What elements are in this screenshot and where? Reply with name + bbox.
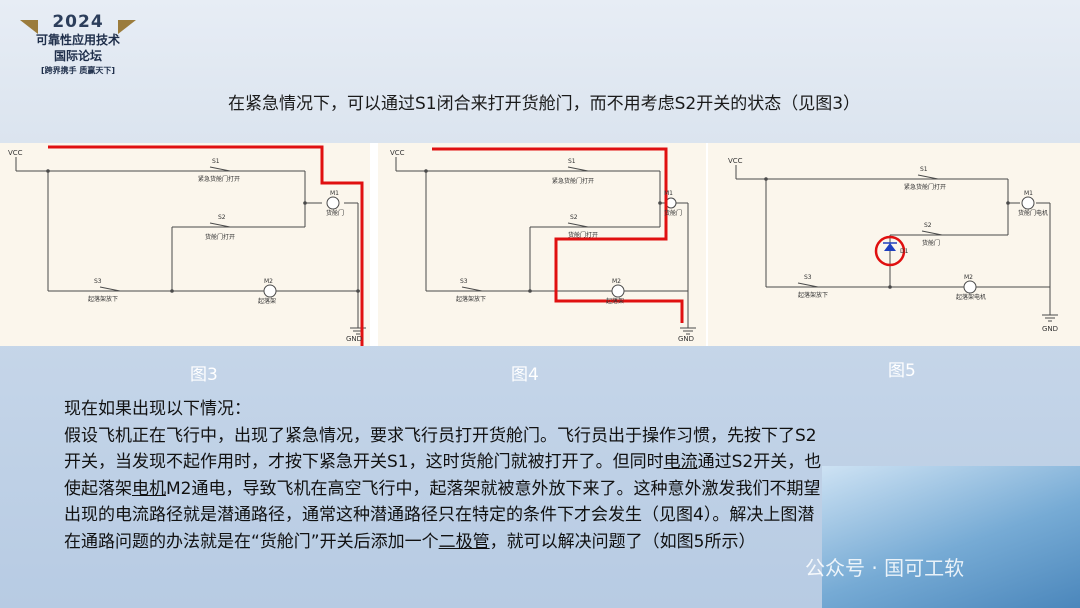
body-paragraph: 假设飞机正在飞行中，出现了紧急情况，要求飞行员打开货舱门。飞行员出于操作习惯，先… — [64, 423, 824, 556]
underlined-term-diode: 二极管 — [438, 531, 490, 552]
logo-line-1: 可靠性应用技术 — [35, 33, 120, 47]
underlined-term-current: 电流 — [663, 452, 698, 473]
circuit-diagram-3: VCC S1 紧急货舱门打开 S2 货舱门打开 S3 起落架放下 M1 货舱门 … — [8, 145, 366, 346]
figure-5-caption: 图5 — [888, 361, 916, 381]
body-intro: 现在如果出现以下情况： — [64, 399, 251, 419]
s1-ref: S1 — [212, 158, 220, 165]
car-decoration-image — [822, 466, 1080, 608]
m1-ref: M1 — [330, 190, 339, 197]
header-band — [0, 0, 1080, 143]
gnd-label: GND — [1042, 325, 1058, 333]
s1-ref: S1 — [568, 158, 576, 165]
body-text: 现在如果出现以下情况： 假设飞机正在飞行中，出现了紧急情况，要求飞行员打开货舱门… — [64, 396, 824, 556]
s3-label: 起落架放下 — [798, 291, 828, 299]
body-text-part-c: M2通电，导致飞机在高空飞行中，起落架就被意外放下来了。这种意外激发我们不期望出… — [64, 478, 821, 552]
logo-slogan: [跨界携手 质赢天下] — [40, 66, 116, 75]
s2-label: 货舱门 — [922, 239, 940, 247]
forum-logo: 2024 可靠性应用技术 国际论坛 [跨界携手 质赢天下] — [18, 10, 138, 100]
s2-label: 货舱门打开 — [568, 231, 598, 239]
s2-ref: S2 — [218, 214, 226, 221]
vcc-label: VCC — [390, 149, 405, 157]
m1-label: 货舱门 — [664, 209, 682, 217]
s1-label: 紧急货舱门打开 — [552, 177, 594, 185]
s3-ref: S3 — [94, 278, 102, 285]
s2-label: 货舱门打开 — [205, 233, 235, 241]
diode-ref: D1 — [900, 248, 909, 255]
circuit-figures: VCC S1 紧急货舱门打开 S2 货舱门打开 S3 起落架放下 M1 货舱门 … — [0, 143, 1080, 346]
body-text-part-d: ，就可以解决问题了（如图5所示） — [489, 531, 756, 552]
s3-label: 起落架放下 — [456, 295, 486, 303]
slide-headline: 在紧急情况下，可以通过S1闭合来打开货舱门，而不用考虑S2开关的状态（见图3） — [228, 94, 861, 114]
s3-ref: S3 — [460, 278, 468, 285]
m2-ref: M2 — [264, 278, 273, 285]
figure-3-caption: 图3 — [190, 365, 218, 385]
watermark: 公众号 · 国可工软 — [805, 556, 965, 580]
m2-ref: M2 — [964, 274, 973, 281]
s1-ref: S1 — [920, 166, 928, 173]
s3-label: 起落架放下 — [88, 295, 118, 303]
body-text-part-a: 假设飞机正在飞行中，出现了紧急情况，要求飞行员打开货舱门。飞行员出于操作习惯，先… — [64, 425, 817, 473]
circuit-diagram-5: VCC S1 紧急货舱门打开 S2 货舱门 D1 S3 起落架放下 M1 货舱门… — [728, 157, 1058, 333]
m1-label: 货舱门电机 — [1018, 209, 1048, 217]
m2-label: 起落架 — [258, 297, 276, 305]
vcc-label: VCC — [8, 149, 23, 157]
s1-label: 紧急货舱门打开 — [198, 175, 240, 183]
diode-highlight-circle — [874, 235, 906, 267]
diode-icon — [884, 243, 896, 251]
logo-line-2: 国际论坛 — [53, 49, 102, 63]
body-text-part-b: 通过S2开关，也使起落架 — [64, 452, 822, 499]
vcc-label: VCC — [728, 157, 743, 165]
circuit-figure-3: VCC S1 紧急货舱门打开 S2 货舱门打开 S3 起落架放下 M1 货舱门 … — [0, 143, 370, 346]
m2-label: 起落架 — [606, 297, 624, 305]
m1-ref: M1 — [664, 190, 673, 197]
circuit-figure-5: VCC S1 紧急货舱门打开 S2 货舱门 D1 S3 起落架放下 M1 货舱门… — [708, 143, 1080, 346]
gnd-label: GND — [678, 335, 694, 343]
logo-year: 2024 — [52, 12, 104, 32]
m1-ref: M1 — [1024, 190, 1033, 197]
s3-ref: S3 — [804, 274, 812, 281]
s1-label: 紧急货舱门打开 — [904, 183, 946, 191]
figure-4-caption: 图4 — [511, 365, 539, 385]
circuit-figure-4: VCC S1 紧急货舱门打开 S2 货舱门打开 S3 起落架放下 M1 货舱门 … — [378, 143, 706, 346]
m1-label: 货舱门 — [326, 209, 344, 217]
circuit-diagram-4: VCC S1 紧急货舱门打开 S2 货舱门打开 S3 起落架放下 M1 货舱门 … — [390, 147, 696, 343]
underlined-term-motor: 电机 — [132, 478, 166, 499]
s2-ref: S2 — [570, 214, 578, 221]
m2-label: 起落架电机 — [956, 293, 986, 301]
m2-ref: M2 — [612, 278, 621, 285]
gnd-label: GND — [346, 335, 362, 343]
s2-ref: S2 — [924, 222, 932, 229]
